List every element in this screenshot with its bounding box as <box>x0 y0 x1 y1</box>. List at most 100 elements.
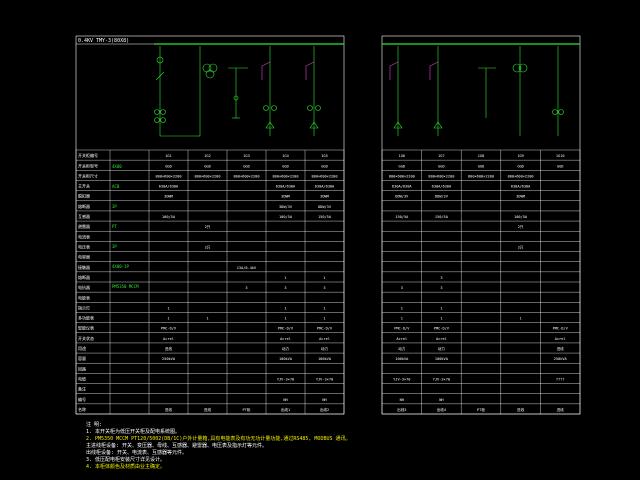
panel-right-cell: PMC-D/V <box>394 327 410 331</box>
panel-left-cell: 出线2 <box>320 407 329 412</box>
note-line-1: 1. 本开关柜为低压开关柜及配电系统图。 <box>86 429 181 435</box>
panel-right-cell: 100kVA <box>435 357 449 361</box>
left-green-label: 3P <box>112 204 117 209</box>
panel-left-cell: 1 <box>167 317 169 321</box>
notes-block: 注 明: 1. 本开关柜为低压开关柜及配电系统图。 2. PM5350 MCCM… <box>86 422 351 471</box>
panel-right-cell: 800×600×2200 <box>428 174 454 178</box>
panel-right-cell: DDW/3V <box>395 195 409 199</box>
panel-left-cell: 13A/0.4kV <box>237 266 257 270</box>
panel-left-cell: 150/5A <box>318 215 332 219</box>
panel-left-cell: 出线1 <box>281 407 290 412</box>
panel-left-cell: 800×600×2200 <box>273 174 299 178</box>
panel-right-cell: PMC-D/V <box>553 327 569 331</box>
left-feeders <box>154 46 321 137</box>
panel-left-cell: 3 <box>284 286 286 290</box>
panel-left-row-label: 容量 <box>78 355 86 361</box>
panel-left-cell: 3 <box>323 286 325 290</box>
panel-left-cell: 1G1 <box>165 154 172 158</box>
panel-right-cell: 100/5A <box>514 215 528 219</box>
panel-left-row-label: 电抗器 <box>78 284 90 290</box>
panel-left-cell: 动力 <box>282 346 290 351</box>
panel-right-cell: 250kVA <box>554 357 568 361</box>
panel-left-row-label: 智能仪表 <box>78 325 94 331</box>
panel-right-cell: 出线3 <box>397 407 406 412</box>
panel-right-cell: 1G7 <box>438 154 445 158</box>
left-header-voltage: 0.4KV <box>78 38 93 44</box>
panel-left-cell: 3 <box>245 286 247 290</box>
panel-right-cell: Acrel <box>436 337 447 341</box>
panel-right-cell: 150/5A <box>435 215 449 219</box>
panel-left-cell: 1 <box>284 317 286 321</box>
panel-left-cell: Acrel <box>163 337 174 341</box>
panel-left-cell: 800×600×2200 <box>312 174 338 178</box>
panel-left-cell: 250kVA <box>162 357 176 361</box>
panel-right-cell: NH <box>400 398 404 402</box>
panel-left-row-label: 互感器 <box>78 213 90 219</box>
panel-left-cell: 100kVA <box>318 357 332 361</box>
note-line-5: 3. 低压配电柜安装尺寸详见设计。 <box>86 457 166 463</box>
panel-left-row-label: 电容器 <box>78 254 90 260</box>
panel-left-row-label: 多功能表 <box>78 315 94 321</box>
panel-right-cell: NH <box>439 398 443 402</box>
panel-right-cell: 800×600×2200 <box>468 174 494 178</box>
panel-right-cell: 630A/630A <box>511 185 531 189</box>
panel-left-cell: 1 <box>167 306 169 310</box>
panel-right-cell: 动力 <box>398 346 406 351</box>
panel-left-cell: 3DWM <box>164 195 173 199</box>
panel-right-cell: PMC-D/V <box>434 327 450 331</box>
panel-right-cell: 1 <box>401 317 403 321</box>
panel-left-cell: DDW/3V <box>318 205 332 209</box>
panel-right-cell: 3 <box>440 286 442 290</box>
panel-right-cell: 2只 <box>518 245 524 249</box>
panel-left-cell: 3DW/3V <box>279 205 293 209</box>
panel-left-row-label: 电能表 <box>78 294 90 300</box>
panel-right-cell: GGD <box>399 164 406 168</box>
panel-left-cell: 1 <box>284 306 286 310</box>
panel-left-cell: GGD <box>321 164 328 168</box>
panel-left-row-label: 用途 <box>78 345 86 351</box>
panel-left-cell: 630A/630A <box>315 185 335 189</box>
panel-right-cell: 1 <box>440 317 442 321</box>
panel-right-cell: GGD <box>517 164 524 168</box>
panel-right-cell: 1 <box>440 306 442 310</box>
right-panel-frame <box>381 35 581 415</box>
panel-left-cell: GGD <box>204 164 211 168</box>
panel-left-cell: GGD <box>165 164 172 168</box>
panel-left-cell: 1G2 <box>204 154 211 158</box>
panel-left-row-label: 回路 <box>78 365 86 371</box>
panel-left-row-label: 名称 <box>78 406 86 412</box>
panel-right-cell: 出线4 <box>437 407 446 412</box>
panel-left-cell: 1 <box>284 276 286 280</box>
panel-left-cell: 1G3 <box>243 154 250 158</box>
panel-left-cell: PT柜 <box>243 407 251 412</box>
panel-left-row-label: 熔断器 <box>78 203 90 209</box>
panel-left-cell: NH <box>283 398 287 402</box>
left-green-label: 4X00-1P <box>112 264 129 269</box>
panel-left-row-label: 编号 <box>78 396 86 402</box>
panel-right-cell: 1G8 <box>478 154 485 158</box>
panel-left-cell: PMC-D/V <box>317 327 333 331</box>
left-green-label: ACB <box>112 184 120 189</box>
panel-left-cell: 800×600×2200 <box>195 174 221 178</box>
panel-left-row-label: 开关柜尺寸 <box>78 172 98 178</box>
panel-right-cell: 100kVA <box>395 357 409 361</box>
panel-left-row-label: 脱扣器 <box>78 193 90 199</box>
panel-left-row-label: 电压表 <box>78 243 90 249</box>
panel-right-cell: 800×600×2200 <box>389 174 415 178</box>
panel-left-cell: 进线 <box>165 346 173 351</box>
panel-left-row-label: 指示灯 <box>78 304 90 310</box>
panel-left-cell: 1G5 <box>321 154 328 158</box>
note-line-3: 主进线柜设备: 开关、变压器、母线、互感器、避雷器、电压表及指示灯等元件。 <box>86 443 268 449</box>
right-feeders <box>389 46 564 136</box>
panel-left-cell: 1 <box>323 306 325 310</box>
panel-right-cell: 进线 <box>557 346 565 351</box>
panel-left-cell: 630A/630A <box>159 185 179 189</box>
left-green-label: 3P <box>112 244 117 249</box>
panel-right-cell: GGD <box>438 164 445 168</box>
panel-left-cell: GGD <box>282 164 289 168</box>
left-green-label: PT <box>112 224 117 229</box>
panel-left-cell: PMC-D/V <box>278 327 294 331</box>
